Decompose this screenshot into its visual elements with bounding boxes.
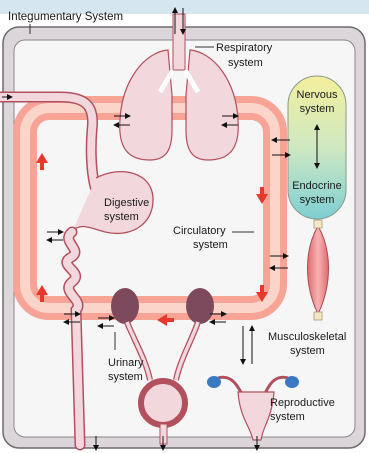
respiratory-label-line1: Respiratory [216,42,273,54]
endocrine-label-line1: Endocrine [292,180,342,192]
reproductive-label-line2: system [270,411,305,423]
digestive-label-line1: Digestive [104,197,149,209]
nervous-label-line2: system [300,103,335,115]
reproductive-label-line1: Reproductive [270,397,335,409]
respiratory-label-line2: system [228,57,263,69]
digestive-label-line2: system [104,211,139,223]
musculoskeletal-label-line1: Musculoskeletal [268,331,346,343]
nervous-label-line1: Nervous [297,89,338,101]
circulatory-label-line2: system [193,239,228,251]
musculoskeletal-label-line2: system [290,345,325,357]
circulatory-label-line1: Circulatory [173,225,226,237]
urinary-label-line2: system [108,371,143,383]
endocrine-label-line2: system [300,194,335,206]
urinary-label-line1: Urinary [108,357,144,369]
integumentary-label: Integumentary System [8,11,123,23]
